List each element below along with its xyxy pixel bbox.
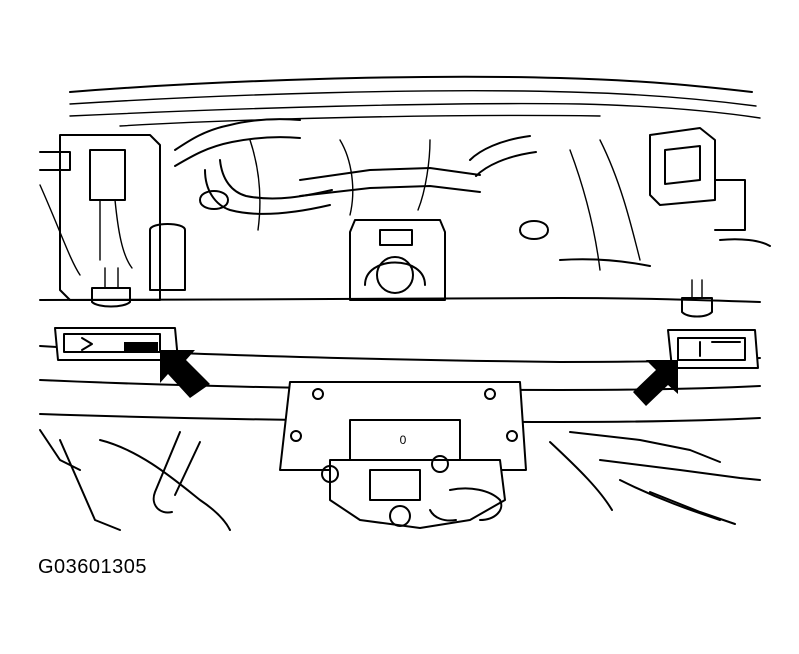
left-pointer-arrow [160, 350, 210, 398]
figure-code: G03601305 [38, 556, 148, 578]
left-hood-clip [54, 327, 179, 361]
hood-latch-bracket [279, 381, 527, 471]
right-hood-clip [667, 329, 759, 369]
left-relay-box [39, 134, 186, 301]
latch-mark: 0 [400, 433, 407, 447]
right-pointer-arrow [633, 360, 678, 406]
intake-hoses [174, 118, 549, 240]
throttle-body [349, 219, 446, 301]
hood-edge-lines [69, 75, 761, 127]
hood-latch-mechanism [321, 455, 506, 529]
left-bumper-stop [91, 267, 131, 308]
right-reservoir [559, 127, 771, 271]
lower-structure [39, 429, 761, 531]
right-bumper-stop [681, 279, 713, 318]
